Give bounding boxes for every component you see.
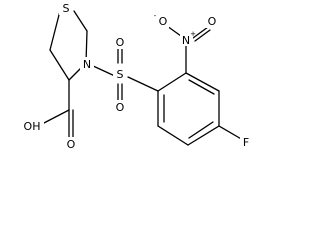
atom-nitrogen-ring: N: [83, 58, 91, 71]
atom-fluorine: F: [243, 136, 249, 149]
atom-oxygen-sulfonyl-top: O: [116, 36, 125, 49]
atom-nitro-oxygen-double: O: [208, 15, 217, 28]
atom-sulfur-sulfonyl: S: [117, 68, 124, 81]
nitro-oxygen-charge: -: [154, 12, 157, 20]
bond-ring-inner-2: [188, 121, 214, 139]
bond-sulfonyl-aryl: [127, 76, 159, 92]
bond-s1-c2: [73, 10, 88, 32]
bond-carboxyl-oh: [41, 109, 70, 125]
molecule-structure: S N S O O N + O - O OH O F: [23, 2, 250, 151]
atom-nitro-nitrogen: N: [182, 34, 190, 47]
bond-ring-c1-c2: [157, 72, 187, 92]
bond-ring-c2-c3: [185, 72, 220, 92]
bond-ring-inner-1: [188, 79, 215, 95]
molecule-structure-canvas: S N S O O N + O - O OH O F: [23, 2, 250, 151]
atom-acid-hydroxyl: OH: [24, 120, 41, 133]
bond-ring-c4-c5: [187, 125, 220, 146]
bond-c5-s1: [49, 10, 61, 51]
atom-nitro-oxygen-minus: O: [159, 15, 168, 28]
bond-ring-c5-c6: [157, 125, 189, 146]
bond-nitro-o-double-a: [192, 26, 209, 39]
atom-oxygen-sulfonyl-bottom: O: [116, 101, 125, 114]
bond-nitro-o-double-b: [194, 29, 211, 42]
atom-sulfur-ring: S: [63, 2, 70, 15]
bond-n3-sulfonyl: [90, 64, 118, 78]
bond-c4-c5: [49, 49, 70, 81]
bond-nitro-o-minus: [166, 25, 182, 37]
bond-ring-fluorine: [218, 125, 244, 141]
nitro-nitrogen-charge: +: [190, 30, 196, 38]
atom-acid-carbonyl-oxygen: O: [67, 138, 76, 151]
